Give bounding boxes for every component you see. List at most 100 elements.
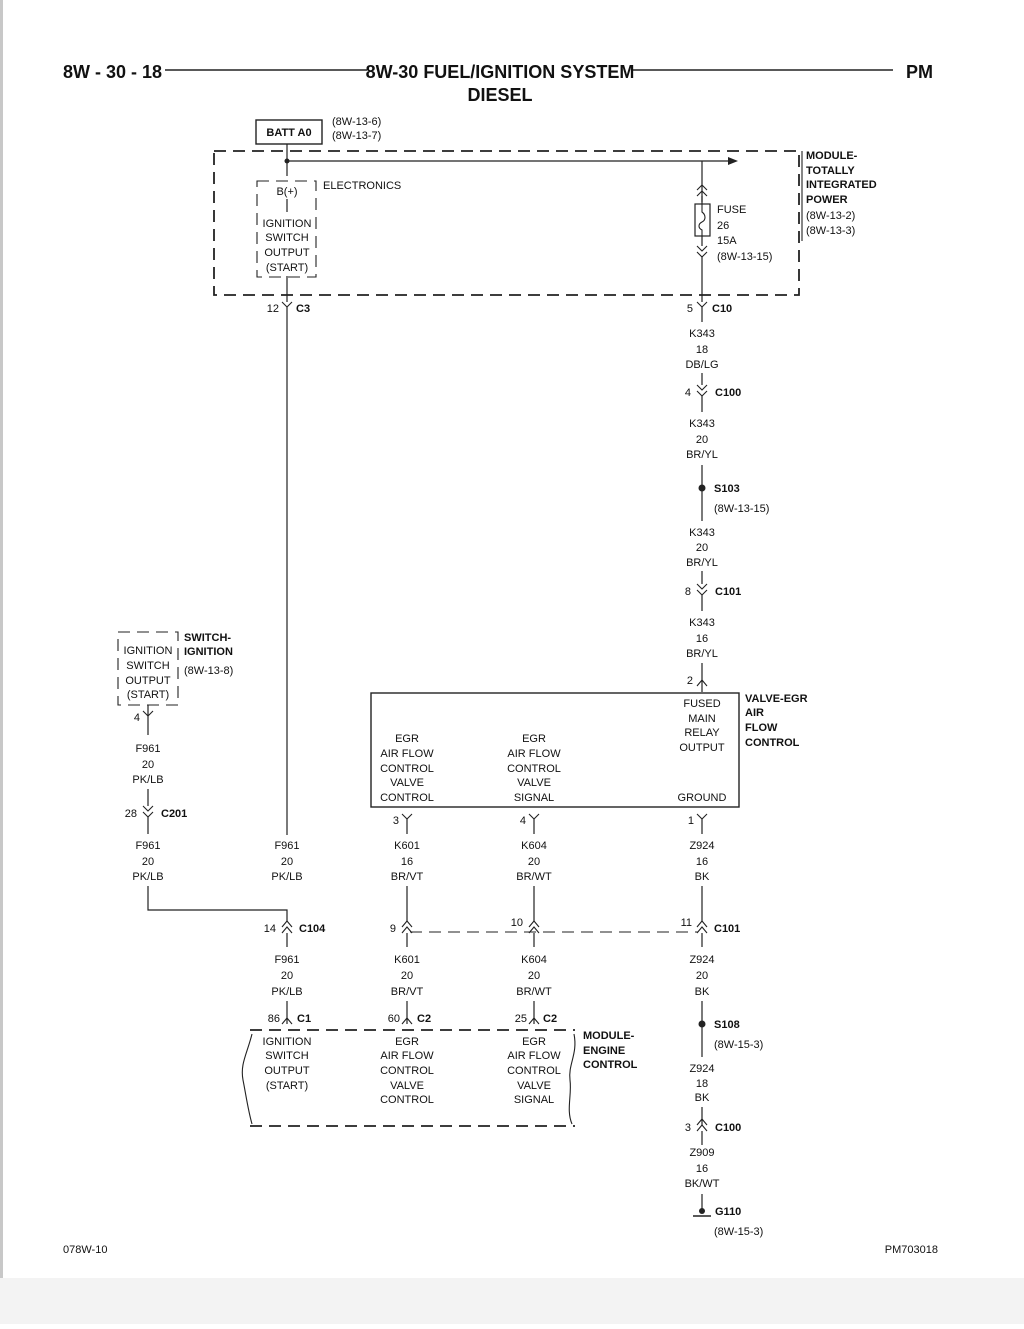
- z924-low-color: BK: [695, 986, 710, 998]
- valve-pin2-connector-icon: [696, 679, 708, 687]
- ecm-col1-line-1: IGNITION: [263, 1036, 312, 1048]
- z924-gnd-color: BK: [695, 1092, 710, 1104]
- switch-line-3: OUTPUT: [125, 675, 171, 687]
- ecm-c2a-connector-icon: [401, 1017, 413, 1025]
- c100a-label: C100: [715, 387, 741, 399]
- s103-splice-dot: [698, 484, 706, 492]
- k343-d-circuit: K343: [689, 617, 715, 629]
- valve-mid-line-5: SIGNAL: [514, 792, 554, 804]
- f961-low-color: PK/LB: [271, 986, 302, 998]
- tipm-inner-box: [256, 180, 317, 278]
- ecm-c2b-connector-icon: [528, 1017, 540, 1025]
- ecm-box-left-break: [241, 1033, 253, 1125]
- fuse-rating: 15A: [717, 235, 737, 247]
- switch-pin4: 4: [134, 712, 140, 724]
- c101-pin11: 11: [681, 917, 692, 929]
- valve-right-line-2: MAIN: [688, 713, 716, 725]
- k601-low-color: BR/VT: [391, 986, 424, 998]
- switch-ref: (8W-13-8): [184, 665, 233, 677]
- ecm-c2a-pin: 60: [388, 1013, 400, 1025]
- f961-mid-gauge: 20: [281, 856, 293, 868]
- c104-label: C104: [299, 923, 326, 935]
- c104-connector-icon: [281, 920, 293, 934]
- tipm-name-1: MODULE-: [806, 150, 858, 162]
- valve-right-line-3: RELAY: [684, 727, 720, 739]
- fuse-label: FUSE: [717, 204, 746, 216]
- c101-pin10: 10: [511, 917, 523, 929]
- ecm-col1-line-4: (START): [266, 1080, 308, 1092]
- valve-pin4-connector-icon: [528, 813, 540, 820]
- footer-right-code: PM703018: [885, 1244, 938, 1256]
- s108-splice-dot: [698, 1020, 706, 1028]
- ecm-col3-line-2: AIR FLOW: [507, 1050, 561, 1062]
- tipm-name-4: POWER: [806, 194, 848, 206]
- valve-name-3: FLOW: [745, 722, 778, 734]
- ecm-col3-line-4: VALVE: [517, 1080, 551, 1092]
- k343-c-gauge: 20: [696, 542, 708, 554]
- g110-ground-dot: [699, 1208, 705, 1214]
- f961-switch-b-color: PK/LB: [132, 871, 163, 883]
- c100b-label: C100: [715, 1122, 741, 1134]
- ecm-name-3: CONTROL: [583, 1059, 638, 1071]
- f961-mid-circuit: F961: [274, 840, 299, 852]
- ecm-col3-line-3: CONTROL: [507, 1065, 561, 1077]
- switch-name-1: SWITCH-: [184, 632, 231, 644]
- s103-ref: (8W-13-15): [714, 503, 769, 515]
- f961-switch-to-c104-wire: [147, 886, 288, 921]
- k343-d-gauge: 16: [696, 633, 708, 645]
- page-bottom-band: [0, 1278, 1024, 1324]
- s108-ref: (8W-15-3): [714, 1039, 763, 1051]
- c101-pin9: 9: [390, 923, 396, 935]
- k343-a-circuit: K343: [689, 328, 715, 340]
- ecm-col3-line-5: SIGNAL: [514, 1094, 554, 1106]
- valve-left-line-5: CONTROL: [380, 792, 434, 804]
- ecm-name-2: ENGINE: [583, 1045, 625, 1057]
- ecm-col2-line-2: AIR FLOW: [380, 1050, 434, 1062]
- ecm-col2-line-4: VALVE: [390, 1080, 424, 1092]
- c100a-pin: 4: [685, 387, 691, 399]
- brand-code: PM: [906, 62, 933, 82]
- c104-pin: 14: [264, 923, 276, 935]
- ecm-col1-line-3: OUTPUT: [264, 1065, 310, 1077]
- c201-label: C201: [161, 808, 187, 820]
- c3-label: C3: [296, 303, 310, 315]
- bplus-label: B(+): [276, 186, 297, 198]
- f961-low-gauge: 20: [281, 970, 293, 982]
- tipm-ign-line-4: (START): [266, 262, 308, 274]
- batt-ref-2: (8W-13-7): [332, 130, 381, 142]
- fuse-element-icon: [698, 204, 706, 236]
- fuse-number: 26: [717, 220, 729, 232]
- f961-mid-color: PK/LB: [271, 871, 302, 883]
- ecm-c2a-label: C2: [417, 1013, 431, 1025]
- c101a-pin: 8: [685, 586, 691, 598]
- f961-switch-b-gauge: 20: [142, 856, 154, 868]
- z924-mid-circuit: Z924: [689, 840, 714, 852]
- s103-label: S103: [714, 483, 740, 495]
- ecm-c2b-label: C2: [543, 1013, 557, 1025]
- k601-mid-color: BR/VT: [391, 871, 424, 883]
- k604-mid-color: BR/WT: [516, 871, 552, 883]
- c101-pin10-connector-icon: [528, 920, 540, 934]
- f961-switch-a-gauge: 20: [142, 759, 154, 771]
- f961-switch-a-circuit: F961: [135, 743, 160, 755]
- valve-mid-line-1: EGR: [522, 733, 546, 745]
- tipm-ign-line-1: IGNITION: [263, 218, 312, 230]
- z909-circuit: Z909: [689, 1147, 714, 1159]
- c100a-connector-icon: [696, 384, 708, 397]
- c100b-pin: 3: [685, 1122, 691, 1134]
- c100b-connector-icon: [696, 1118, 708, 1132]
- ecm-col2-line-1: EGR: [395, 1036, 419, 1048]
- c201-pin: 28: [125, 808, 137, 820]
- g110-ref: (8W-15-3): [714, 1226, 763, 1238]
- z924-gnd-circuit: Z924: [689, 1063, 714, 1075]
- k604-low-gauge: 20: [528, 970, 540, 982]
- valve-pin3: 3: [393, 815, 399, 827]
- k604-mid-gauge: 20: [528, 856, 540, 868]
- f961-switch-a-color: PK/LB: [132, 774, 163, 786]
- valve-right-line-1: FUSED: [683, 698, 720, 710]
- tipm-ref-1: (8W-13-2): [806, 210, 855, 222]
- z909-color: BK/WT: [685, 1178, 720, 1190]
- tipm-name-3: INTEGRATED: [806, 179, 877, 191]
